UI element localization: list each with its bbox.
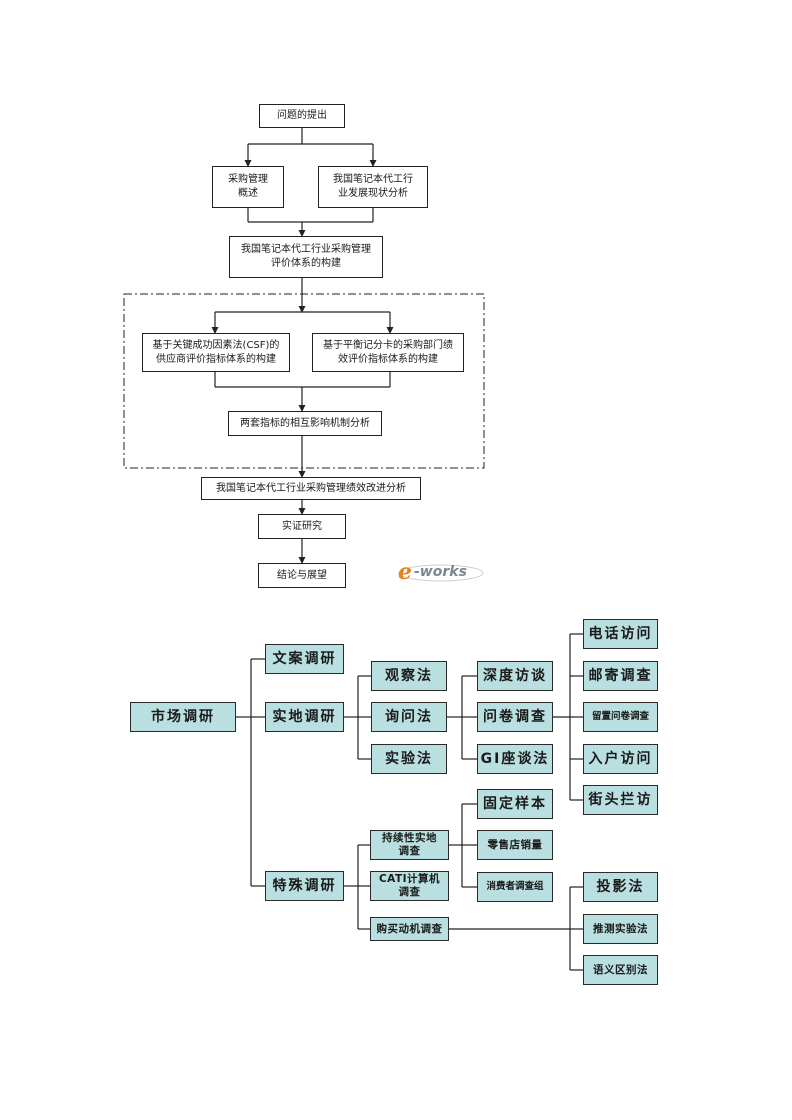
e-works-logo: e -works: [398, 559, 484, 585]
svg-text:-works: -works: [414, 564, 467, 580]
tree-field-research: 实地调研: [265, 702, 344, 732]
tree-projective: 投影法: [583, 872, 658, 902]
tree-continuous-field: 持续性实地 调查: [370, 830, 449, 860]
tree-fixed-sample: 固定样本: [477, 789, 553, 819]
flow-overview-box: 采购管理 概述: [212, 166, 284, 208]
tree-desk-research: 文案调研: [265, 644, 344, 674]
tree-depth-interview: 深度访谈: [477, 661, 553, 691]
flow-system-build-box: 我国笔记本代工行业采购管理 评价体系的构建: [229, 236, 383, 278]
flow-bsc-box: 基于平衡记分卡的采购部门绩 效评价指标体系的构建: [312, 333, 464, 372]
flow-improvement-box: 我国笔记本代工行业采购管理绩效改进分析: [201, 477, 421, 500]
tree-observation: 观察法: [371, 661, 447, 691]
flow-csf-box: 基于关键成功因素法(CSF)的 供应商评价指标体系的构建: [142, 333, 290, 372]
tree-retail-sales: 零售店销量: [477, 830, 553, 860]
flow-problem-box: 问题的提出: [259, 104, 345, 128]
tree-semantic-differential: 语义区别法: [583, 955, 658, 985]
tree-inquiry: 询问法: [371, 702, 447, 732]
tree-home-visit: 入户访问: [583, 744, 658, 774]
flow-empirical-box: 实证研究: [258, 514, 346, 539]
tree-root-market-research: 市场调研: [130, 702, 236, 732]
flow-mechanism-box: 两套指标的相互影响机制分析: [228, 411, 382, 436]
tree-experiment: 实验法: [371, 744, 447, 774]
tree-street-intercept: 街头拦访: [583, 785, 658, 815]
tree-consumer-panel: 消费者调查组: [477, 872, 553, 902]
flow-industry-analysis-box: 我国笔记本代工行 业发展现状分析: [318, 166, 428, 208]
tree-inference-experiment: 推测实验法: [583, 914, 658, 944]
tree-leave-questionnaire: 留置问卷调查: [583, 702, 658, 732]
tree-questionnaire: 问卷调查: [477, 702, 553, 732]
tree-mail-survey: 邮寄调查: [583, 661, 658, 691]
tree-gi-discussion: GI座谈法: [477, 744, 553, 774]
tree-special-research: 特殊调研: [265, 871, 344, 901]
flow-conclusion-box: 结论与展望: [258, 563, 346, 588]
svg-text:e: e: [398, 559, 412, 585]
tree-phone-interview: 电话访问: [583, 619, 658, 649]
tree-cati: CATI计算机 调查: [370, 871, 449, 901]
tree-purchase-motive: 购买动机调查: [370, 917, 449, 941]
